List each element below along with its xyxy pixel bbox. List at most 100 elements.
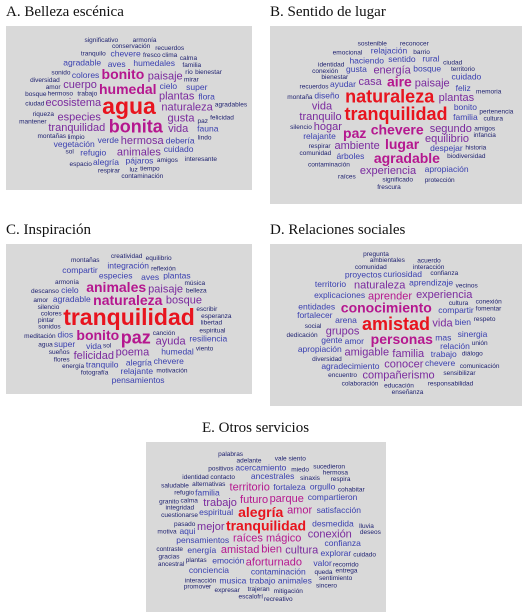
cloud-word: grupos <box>326 325 360 337</box>
cloud-word: calma <box>181 497 199 504</box>
cloud-word: libertad <box>201 320 223 327</box>
cloud-word: entrega <box>335 568 357 575</box>
cloud-word: fomentar <box>476 306 502 313</box>
cloud-word: hermosa <box>323 470 349 477</box>
cloud-word: conocimiento <box>341 300 432 316</box>
cloud-word: agradable <box>53 294 91 304</box>
cloud-word: alternativas <box>192 481 226 488</box>
cloud-word: plantas <box>439 92 475 104</box>
cloud-word: árboles <box>336 151 364 161</box>
cloud-word: conexión <box>312 68 338 75</box>
cloud-word: proyectos <box>345 270 382 280</box>
cloud-word: sucedieron <box>313 463 345 470</box>
cloud-word: valor <box>313 558 332 568</box>
cloud-word: trabajo <box>77 90 97 97</box>
cloud-word: relajación <box>371 46 408 56</box>
cloud-word: animales <box>86 279 146 295</box>
cloud-word: interesante <box>185 156 218 163</box>
cloud-word: haciendo <box>349 56 384 66</box>
cloud-word: ancestrales <box>251 471 294 481</box>
cloud-word: diversidad <box>312 356 342 363</box>
cloud-word: limpio <box>68 134 85 141</box>
cloud-word: significativo <box>84 37 118 44</box>
cloud-word: aprender <box>368 290 412 302</box>
cloud-word: deseos <box>360 529 382 536</box>
cloud-word: sinergia <box>458 329 488 339</box>
cloud-word: bienestar <box>195 69 223 76</box>
cloud-word: cultura <box>483 115 503 122</box>
cloud-word: aire <box>387 73 412 89</box>
cloud-word: acuerdo <box>417 258 441 265</box>
cloud-word: bonito <box>454 102 477 112</box>
cloud-word: ciudad <box>25 101 45 108</box>
cloud-word: sueños <box>49 349 71 356</box>
cloud-word: montaña <box>287 94 313 101</box>
cloud-word: cielo <box>160 81 178 91</box>
cloud-word: compartieron <box>308 492 358 502</box>
cloud-word: unión <box>472 340 488 347</box>
cloud-word: silencio <box>38 304 60 311</box>
cloud-word: gracias <box>159 554 181 561</box>
cloud-word: conservación <box>112 43 151 50</box>
cloud-word: fauna <box>197 123 219 133</box>
panel-title: D. Relaciones sociales <box>270 222 406 238</box>
cloud-word: agua <box>102 93 156 119</box>
cloud-word: sostenible <box>358 40 388 47</box>
cloud-word: equilibrio <box>146 255 172 262</box>
cloud-word: diseño <box>314 90 339 100</box>
cloud-word: escribir <box>196 306 218 313</box>
cloud-word: colores <box>41 311 63 318</box>
cloud-word: bien <box>261 544 282 556</box>
panel-title: B. Sentido de lugar <box>270 4 386 20</box>
cloud-word: plantas <box>159 91 195 103</box>
cloud-word: felicidad <box>74 350 114 362</box>
cloud-word: aves <box>141 272 159 282</box>
cloud-word: chevere <box>110 49 141 59</box>
cloud-word: miedo <box>291 467 309 474</box>
cloud-word: familia <box>453 112 478 122</box>
cloud-word: experiencia <box>360 165 417 177</box>
cloud-word: barrio <box>413 49 430 56</box>
cloud-word: desmedida <box>312 518 354 528</box>
cloud-word: recreativo <box>264 596 293 603</box>
cloud-word: respira <box>331 476 351 483</box>
cloud-word: conexión <box>308 528 352 540</box>
cloud-word: meditación <box>24 333 56 340</box>
cloud-word: sentimiento <box>319 575 353 582</box>
cloud-word: reconocer <box>400 40 430 47</box>
cloud-word: amor <box>46 84 62 91</box>
cloud-word: personas <box>371 331 433 347</box>
cloud-word: tranquilo <box>299 111 341 123</box>
cloud-word: vale siento <box>275 456 306 463</box>
cloud-word: especies <box>57 112 101 124</box>
cloud-word: bosque <box>166 295 202 307</box>
cloud-word: recorrido <box>333 562 359 569</box>
cloud-word: verde <box>98 135 120 145</box>
cloud-word: entidades <box>298 302 335 312</box>
cloud-word: fortalecer <box>297 310 333 320</box>
cloud-word: agradables <box>215 102 248 109</box>
cloud-word: pensamientos <box>176 535 229 545</box>
cloud-word: diversidad <box>30 77 60 84</box>
cloud-word: compañerismo <box>363 370 435 382</box>
cloud-word: sincero <box>316 583 337 590</box>
cloud-word: bien <box>455 317 471 327</box>
cloud-word: despejar <box>430 143 463 153</box>
cloud-word: agradable <box>374 150 440 166</box>
cloud-word: amigos <box>474 125 496 132</box>
cloud-word: cuerpo <box>63 79 97 91</box>
cloud-word: relación <box>440 341 470 351</box>
cloud-word: palabras <box>218 451 244 458</box>
cloud-word: lluvia <box>359 523 374 530</box>
cloud-word: tranquilidad <box>226 518 306 534</box>
cloud-word: chevere <box>154 356 185 366</box>
cloud-word: paz <box>343 125 366 141</box>
cloud-word: amor <box>345 336 365 346</box>
cloud-word: espiritual <box>199 507 233 517</box>
cloud-word: satisfacción <box>317 505 362 515</box>
cloud-word: protección <box>425 177 455 184</box>
cloud-word: explorar <box>321 548 352 558</box>
